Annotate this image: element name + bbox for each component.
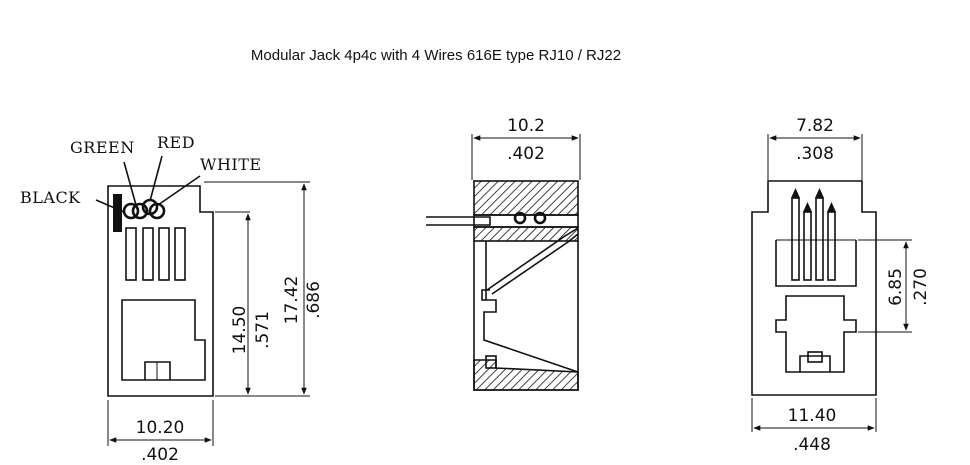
wire-green [123, 161, 137, 206]
dim-6-85-mm: 6.85 [886, 268, 906, 306]
dim-14-50-mm: 14.50 [230, 306, 250, 355]
dim-17-42-mm: 17.42 [282, 276, 302, 325]
dim-10-2-in: .402 [507, 144, 545, 164]
rear-contact-pins [791, 188, 836, 281]
side-bottom-hatch [473, 359, 579, 391]
side-wire-dot-1 [513, 211, 527, 225]
rear-plug-latch-tab [807, 351, 823, 363]
rear-plug-latch [799, 355, 831, 372]
front-view: GREEN RED WHITE BLACK 14.50 .571 17.42 .… [20, 133, 324, 465]
rear-plug-opening [775, 295, 857, 373]
front-top-slot [113, 194, 122, 232]
dim-10-2-mm: 10.2 [507, 116, 545, 136]
dim-11-40-mm: 11.40 [788, 406, 837, 426]
dim-10-20-mm: 10.20 [136, 418, 185, 438]
label-black: BLACK [20, 188, 81, 207]
side-contact-spring [486, 227, 579, 291]
side-bottom-notch [485, 355, 497, 369]
side-inner-step [481, 289, 490, 301]
side-inner-cavity [483, 241, 579, 373]
wire-white [157, 175, 201, 206]
contact-slot-3 [158, 227, 170, 281]
dim-7-82-mm: 7.82 [796, 116, 834, 136]
side-top-hatch [473, 180, 579, 216]
contact-slot-1 [125, 227, 137, 281]
dim-10-20-in: .402 [141, 445, 179, 465]
wire-hole-white [148, 202, 166, 220]
label-white: WHITE [200, 155, 262, 174]
wire-hole-black [131, 202, 149, 220]
label-red: RED [157, 133, 195, 152]
rear-view: 7.82 .308 6.85 .270 11.40 [751, 116, 931, 455]
dim-6-85-in: .270 [911, 268, 931, 306]
label-green: GREEN [70, 138, 135, 157]
rear-body-outline [751, 180, 877, 396]
side-contact-spring-2 [491, 233, 579, 295]
side-mid-hatch [473, 226, 579, 242]
side-wire-dot-2 [533, 211, 547, 225]
side-view: 10.2 .402 [426, 116, 581, 391]
dim-14-50-in: .571 [253, 311, 273, 349]
contact-slot-4 [174, 227, 186, 281]
drawing-title: Modular Jack 4p4c with 4 Wires 616E type… [251, 47, 621, 64]
dim-17-42-in: .686 [304, 281, 324, 319]
dim-11-40-in: .448 [793, 435, 831, 455]
contact-slot-2 [142, 227, 154, 281]
dim-7-82-in: .308 [796, 144, 834, 164]
wire-red [149, 155, 163, 202]
side-wire-exit [426, 216, 491, 226]
front-body-outline [107, 185, 214, 397]
wire-hole-green [122, 202, 140, 220]
wire-black [95, 199, 125, 213]
rear-inner-frame [775, 240, 857, 287]
plug-opening [121, 299, 206, 381]
